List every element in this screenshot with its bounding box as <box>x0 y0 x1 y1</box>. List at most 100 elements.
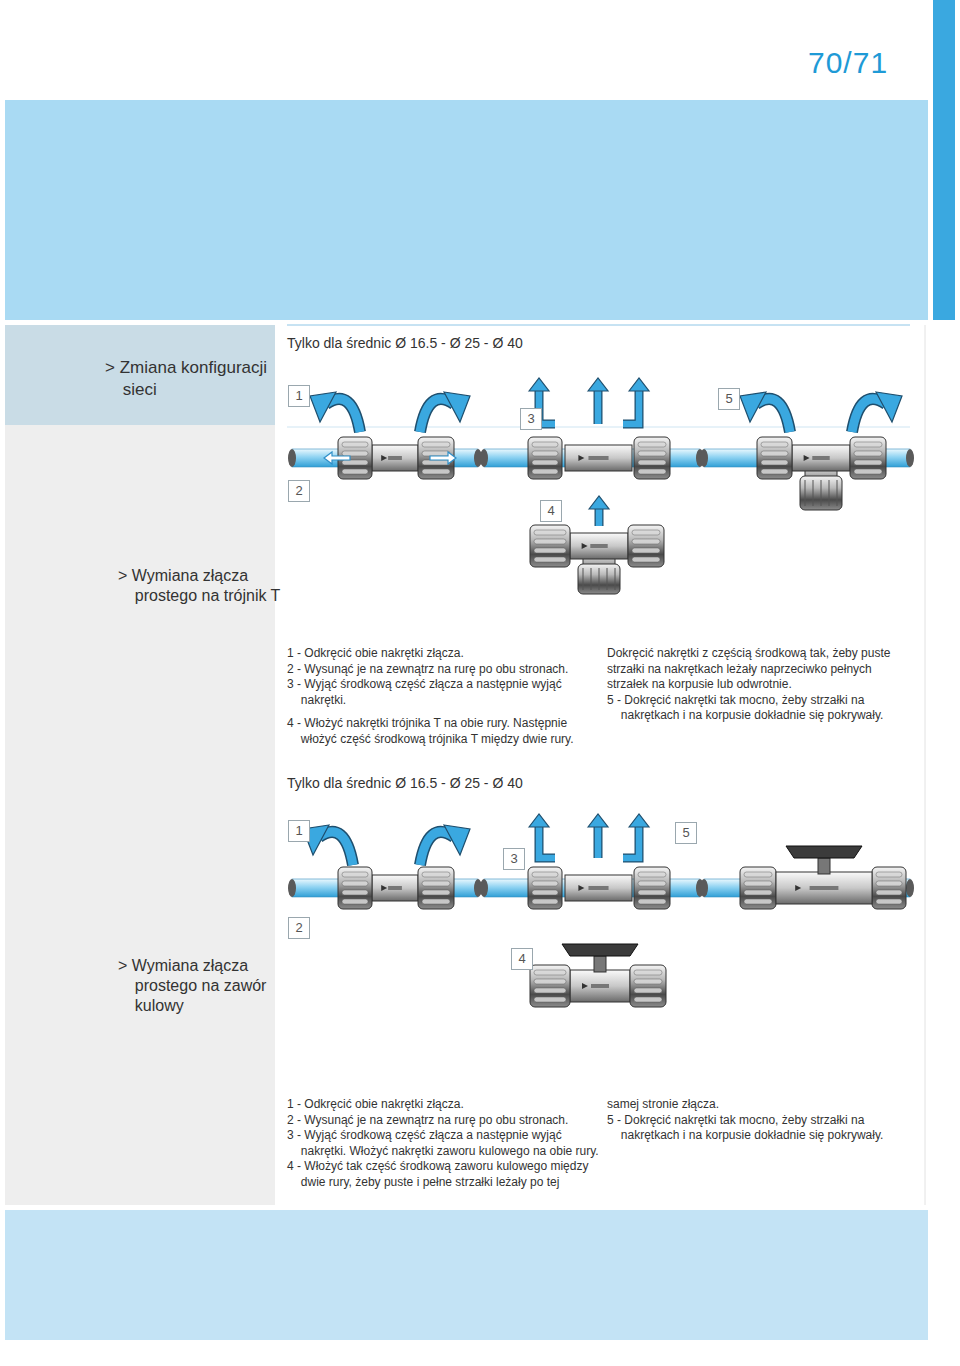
nut-grip <box>532 460 558 465</box>
nut-grip <box>583 568 584 590</box>
nut-grip <box>744 872 772 877</box>
nut-grip <box>534 970 566 975</box>
instruction-step: 4 - Włożyć tak część środkową zaworu kul… <box>287 1159 599 1190</box>
nut-grip <box>342 451 368 456</box>
nut-grip <box>532 899 558 904</box>
valve-stem <box>594 956 606 972</box>
pipe-end <box>906 879 914 897</box>
pipe-end <box>288 449 296 467</box>
turn-arrow-head <box>444 825 470 855</box>
lift-arrow-outline <box>594 826 603 858</box>
nut-grip <box>744 881 772 886</box>
body-mark <box>582 983 588 989</box>
callout-number: 5 <box>718 388 740 410</box>
body-mark <box>588 456 608 460</box>
callout-number: 4 <box>511 948 533 970</box>
nut-grip <box>829 480 830 506</box>
nut <box>757 437 792 479</box>
instruction-step: 2 - Wysunąć je na zewnątrz na rurę po ob… <box>287 662 599 678</box>
lift-arrow-head <box>529 814 549 827</box>
body-mark <box>795 885 801 891</box>
nut-grip <box>638 442 666 447</box>
nut-grip <box>744 899 772 904</box>
turn-arrow-outline <box>756 399 790 432</box>
instruction-step: 3 - Wyjąć środkową część złącza a następ… <box>287 1128 599 1159</box>
nut-grip <box>534 548 566 553</box>
instruction-step: 5 - Dokręcić nakrętki tak mocno, żeby st… <box>607 1113 907 1144</box>
nut-grip <box>638 469 666 474</box>
nut-grip <box>638 899 666 904</box>
lift-arrow <box>596 508 603 526</box>
nut-grip <box>761 451 788 456</box>
nut-grip <box>534 979 566 984</box>
nut-grip <box>532 872 558 877</box>
nut-grip <box>534 997 566 1002</box>
nut-grip <box>422 460 450 465</box>
nut-grip <box>634 979 662 984</box>
pipe-end <box>700 879 708 897</box>
pipe-end <box>480 449 488 467</box>
side-panel <box>5 325 275 1205</box>
nut-grip <box>638 881 666 886</box>
slide-arrow <box>430 452 456 464</box>
slide-arrow <box>324 452 350 464</box>
side-strip <box>933 0 955 320</box>
callout-number: 1 <box>288 820 310 842</box>
nut-grip <box>532 890 558 895</box>
turn-arrow <box>756 399 790 432</box>
turn-arrow-head <box>310 392 336 422</box>
nut-grip <box>638 890 666 895</box>
lift-arrow-head <box>588 814 608 827</box>
nut-grip <box>634 988 662 993</box>
body-mark <box>591 984 609 988</box>
pipe-end <box>480 879 488 897</box>
lift-arrow-outline <box>539 826 555 858</box>
nut-grip <box>854 451 882 456</box>
nut-grip <box>632 539 660 544</box>
nut-grip <box>534 530 566 535</box>
turn-arrow <box>420 832 454 865</box>
lift-arrow <box>623 826 639 858</box>
nut-grip <box>591 568 592 590</box>
nut-grip <box>342 442 368 447</box>
nut-grip <box>534 557 566 562</box>
diameter-note: Tylko dla średnic Ø 16.5 - Ø 25 - Ø 40 <box>287 775 523 791</box>
fitting-body <box>570 970 630 1002</box>
instruction-column: 1 - Odkręcić obie nakrętki złącza.2 - Wy… <box>287 646 599 747</box>
nut-grip <box>632 557 660 562</box>
nut-grip <box>534 539 566 544</box>
nut <box>628 525 664 567</box>
nut-grip <box>876 872 902 877</box>
callout-number: 5 <box>675 822 697 844</box>
lift-arrow <box>595 826 602 858</box>
nut-grip <box>638 451 666 456</box>
nut-grip <box>342 899 368 904</box>
lift-arrow-outline <box>594 390 603 424</box>
nut-grip <box>821 480 822 506</box>
fitting-illustrations <box>288 378 914 1007</box>
nut-grip <box>876 890 902 895</box>
nut-grip <box>342 460 368 465</box>
bottom-band <box>5 1210 928 1340</box>
nut <box>528 867 562 909</box>
instruction-step: 1 - Odkręcić obie nakrętki złącza. <box>287 646 599 662</box>
lift-arrow <box>595 390 602 424</box>
nut-grip <box>761 442 788 447</box>
nut-grip <box>634 997 662 1002</box>
nut-grip <box>532 881 558 886</box>
instruction-column: 1 - Odkręcić obie nakrętki złącza.2 - Wy… <box>287 1097 599 1190</box>
instruction-step: samej stronie złącza. <box>607 1097 907 1113</box>
diameter-note: Tylko dla średnic Ø 16.5 - Ø 25 - Ø 40 <box>287 335 523 351</box>
turn-arrow-head <box>876 392 902 422</box>
nut-grip <box>634 970 662 975</box>
turn-arrow-outline <box>852 399 886 432</box>
nut <box>528 437 562 479</box>
valve-stem <box>818 858 830 874</box>
body-mark <box>381 885 387 891</box>
nut <box>530 965 570 1007</box>
turn-arrow <box>852 399 886 432</box>
nut-grip <box>638 872 666 877</box>
branch-nut <box>800 476 842 510</box>
lift-arrow-head <box>588 378 608 391</box>
instruction-step: 1 - Odkręcić obie nakrętki złącza. <box>287 1097 599 1113</box>
